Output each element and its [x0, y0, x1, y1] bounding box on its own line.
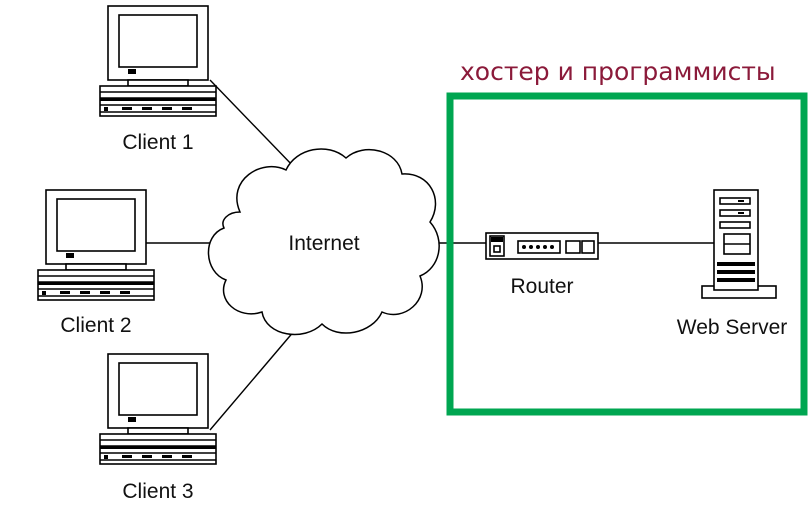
- link-client1-internet: [209, 79, 296, 169]
- client-3-computer-icon: [99, 353, 217, 465]
- web-server-icon: [701, 189, 777, 299]
- hosting-area-highlight-box: [446, 92, 808, 416]
- hosting-area-annotation: хостер и программисты: [460, 57, 776, 86]
- client-2-label: Client 2: [60, 314, 131, 337]
- client-2-computer-icon: [37, 189, 155, 301]
- router-label: Router: [510, 275, 573, 298]
- internet-cloud-icon: [207, 148, 440, 336]
- client-1-computer-icon: [99, 5, 217, 117]
- client-1-label: Client 1: [122, 131, 193, 154]
- web-server-label: Web Server: [677, 316, 788, 339]
- router-icon: [485, 232, 599, 260]
- internet-label: Internet: [288, 232, 359, 255]
- client-3-label: Client 3: [122, 480, 193, 503]
- link-client3-internet: [209, 329, 296, 431]
